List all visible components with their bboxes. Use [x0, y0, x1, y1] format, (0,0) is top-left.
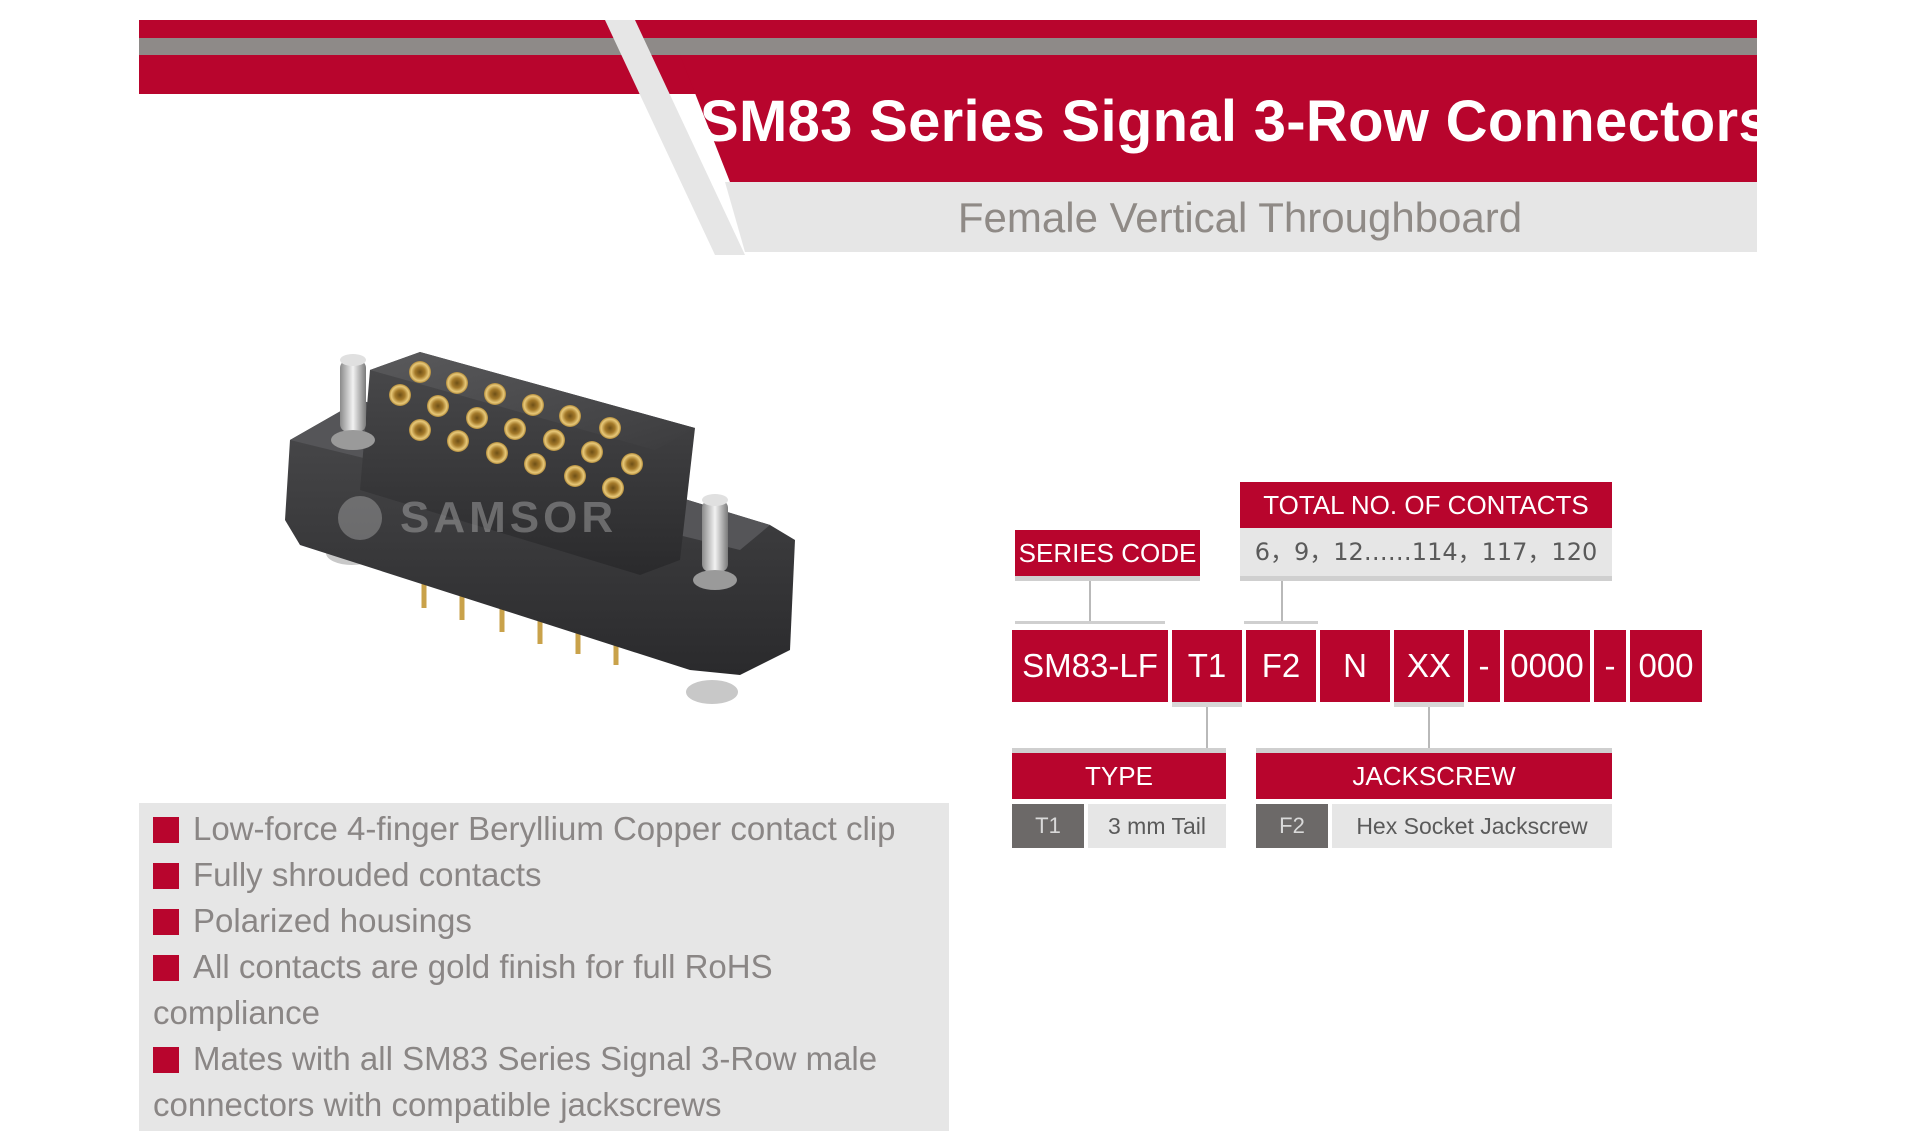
segment-shadow: [1172, 702, 1242, 707]
code-segment-xx: XX: [1394, 630, 1464, 702]
label-overline: [1256, 748, 1612, 753]
code-segment-0000: 0000: [1504, 630, 1590, 702]
feature-item: Polarized housings: [153, 898, 943, 944]
type-code: T1: [1012, 804, 1084, 848]
connector-line: [1015, 621, 1165, 624]
code-segment-dash: -: [1594, 630, 1626, 702]
jackscrew-code: F2: [1256, 804, 1328, 848]
connector-line: [1089, 581, 1091, 621]
series-code-label: SERIES CODE: [1015, 530, 1200, 576]
label-overline: [1012, 748, 1226, 753]
bullet-square-icon: [153, 955, 179, 981]
contacts-values: 6，9，12……114，117，120: [1240, 528, 1612, 576]
subtitle-band: [725, 182, 1757, 252]
connector-product-image: SAMSOR: [285, 352, 795, 704]
code-segment-series: SM83-LF: [1012, 630, 1168, 702]
watermark-text: SAMSOR: [400, 493, 617, 542]
banner-stripe: [139, 38, 1757, 55]
feature-item: Low-force 4-finger Beryllium Copper cont…: [153, 806, 943, 852]
bullet-square-icon: [153, 909, 179, 935]
banner-stripe: [139, 20, 1757, 38]
jackscrew-desc: Hex Socket Jackscrew: [1332, 804, 1612, 848]
connector-line: [1244, 621, 1318, 624]
feature-item: All contacts are gold finish for full Ro…: [153, 948, 773, 1031]
code-segment-000: 000: [1630, 630, 1702, 702]
segment-shadow: [1394, 702, 1464, 707]
jackscrew-label: JACKSCREW: [1256, 753, 1612, 799]
features-panel: [139, 803, 949, 1131]
feature-item: Fully shrouded contacts: [153, 852, 943, 898]
type-desc: 3 mm Tail: [1088, 804, 1226, 848]
connector-line: [1206, 707, 1208, 749]
code-segment-type: T1: [1172, 630, 1242, 702]
label-underline: [1240, 576, 1612, 581]
code-segment-n: N: [1320, 630, 1390, 702]
code-segment-dash: -: [1468, 630, 1500, 702]
page-title: SM83 Series Signal 3-Row Connectors: [700, 89, 1771, 154]
code-segment-jackscrew: F2: [1246, 630, 1316, 702]
bullet-square-icon: [153, 1047, 179, 1073]
title-band: [680, 55, 1757, 182]
connector-line: [1428, 707, 1430, 749]
bullet-square-icon: [153, 863, 179, 889]
total-contacts-label: TOTAL NO. OF CONTACTS: [1240, 482, 1612, 528]
feature-item: Mates with all SM83 Series Signal 3-Row …: [153, 1040, 878, 1123]
label-underline: [1015, 576, 1200, 581]
connector-line: [1281, 581, 1283, 621]
bullet-square-icon: [153, 817, 179, 843]
page-subtitle: Female Vertical Throughboard: [957, 194, 1523, 241]
feature-list: Low-force 4-finger Beryllium Copper cont…: [153, 806, 943, 1128]
type-label: TYPE: [1012, 753, 1226, 799]
